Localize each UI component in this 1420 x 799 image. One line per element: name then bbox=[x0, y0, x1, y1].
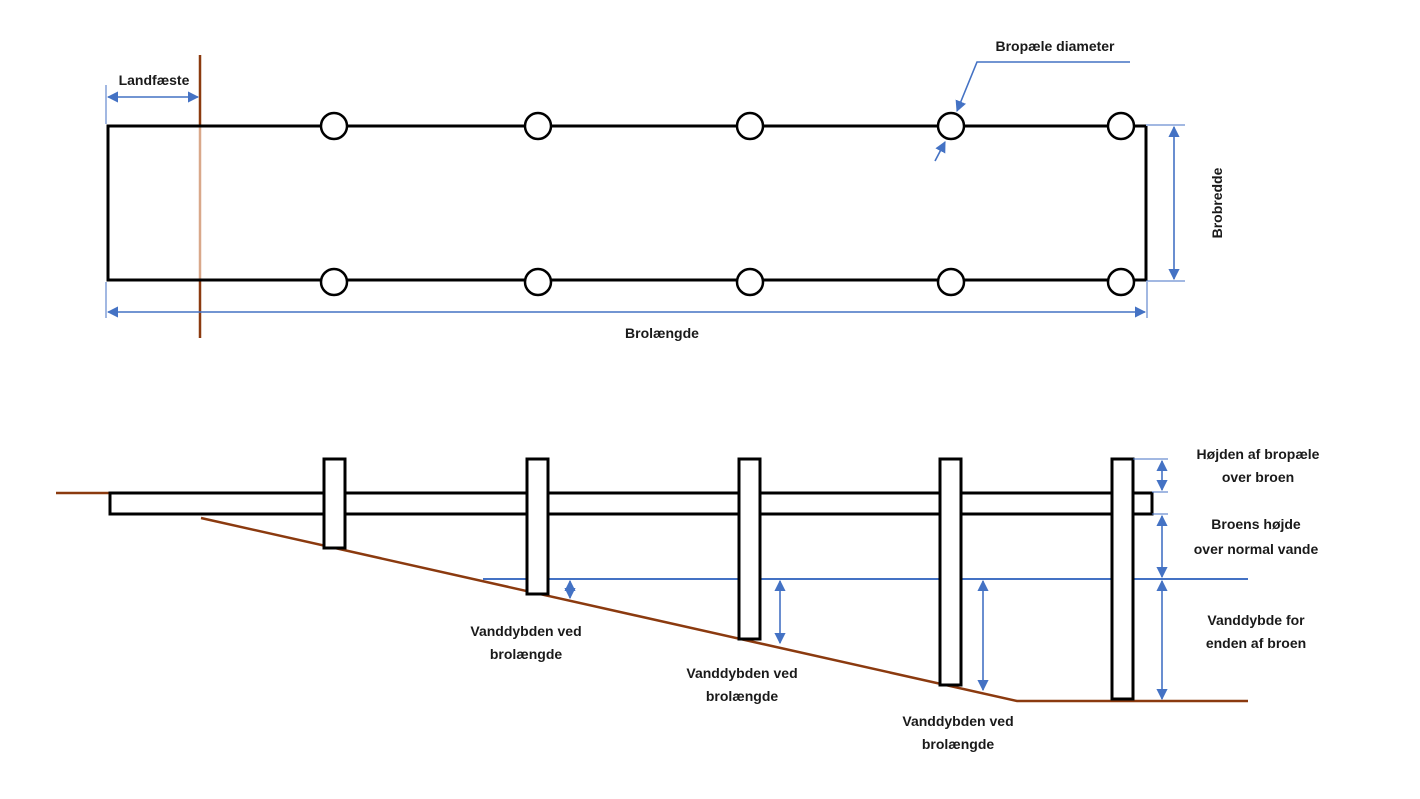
pile-side-4 bbox=[938, 457, 963, 687]
depth-label-3-line1: Vanddybden ved bbox=[902, 713, 1013, 729]
brolaengde-label: Brolængde bbox=[625, 325, 699, 341]
landfaeste-label: Landfæste bbox=[119, 72, 190, 88]
depth-label-3-line2: brolængde bbox=[922, 736, 995, 752]
plan-view: Landfæste Bropæle diameter Brobredde Bro… bbox=[105, 38, 1225, 341]
pile-diameter-label: Bropæle diameter bbox=[995, 38, 1115, 54]
pile-bottom-4 bbox=[936, 267, 966, 297]
bridge-deck-outline bbox=[106, 124, 1148, 282]
pile-bottom-2 bbox=[523, 267, 553, 297]
pile-height-label-2: over broen bbox=[1222, 469, 1294, 485]
pile-side-3 bbox=[737, 457, 762, 641]
end-depth-label-2: enden af broen bbox=[1206, 635, 1306, 651]
deck-height-label-1: Broens højde bbox=[1211, 516, 1301, 532]
pile-side-2 bbox=[525, 457, 550, 596]
lakebed-line bbox=[200, 516, 1248, 703]
elevation-view: Højden af bropæle over broen Broens højd… bbox=[56, 446, 1320, 752]
depth-label-1-line1: Vanddybden ved bbox=[470, 623, 581, 639]
depth-label-1-line2: brolængde bbox=[490, 646, 563, 662]
deck-height-label-2: over normal vande bbox=[1194, 541, 1319, 557]
depth-label-2-line1: Vanddybden ved bbox=[686, 665, 797, 681]
pile-diameter-leader bbox=[955, 61, 1130, 113]
pile-bottom-3 bbox=[735, 267, 765, 297]
pile-height-label-1: Højden af bropæle bbox=[1197, 446, 1320, 462]
pile-top-3 bbox=[735, 111, 765, 141]
pile-side-1 bbox=[322, 457, 347, 550]
pile-top-5 bbox=[1106, 111, 1136, 141]
brobredde-label: Brobredde bbox=[1209, 167, 1225, 238]
pile-top-1 bbox=[319, 111, 349, 141]
pile-bottom-5 bbox=[1106, 267, 1136, 297]
depth-label-2-line2: brolængde bbox=[706, 688, 779, 704]
pile-side-5 bbox=[1110, 457, 1135, 701]
end-depth-label-1: Vanddybde for bbox=[1207, 612, 1305, 628]
pile-top-4 bbox=[936, 111, 966, 141]
bridge-deck-side bbox=[108, 491, 1154, 516]
pile-diameter-arrow-lower bbox=[934, 141, 946, 162]
pile-bottom-1 bbox=[319, 267, 349, 297]
pile-top-2 bbox=[523, 111, 553, 141]
